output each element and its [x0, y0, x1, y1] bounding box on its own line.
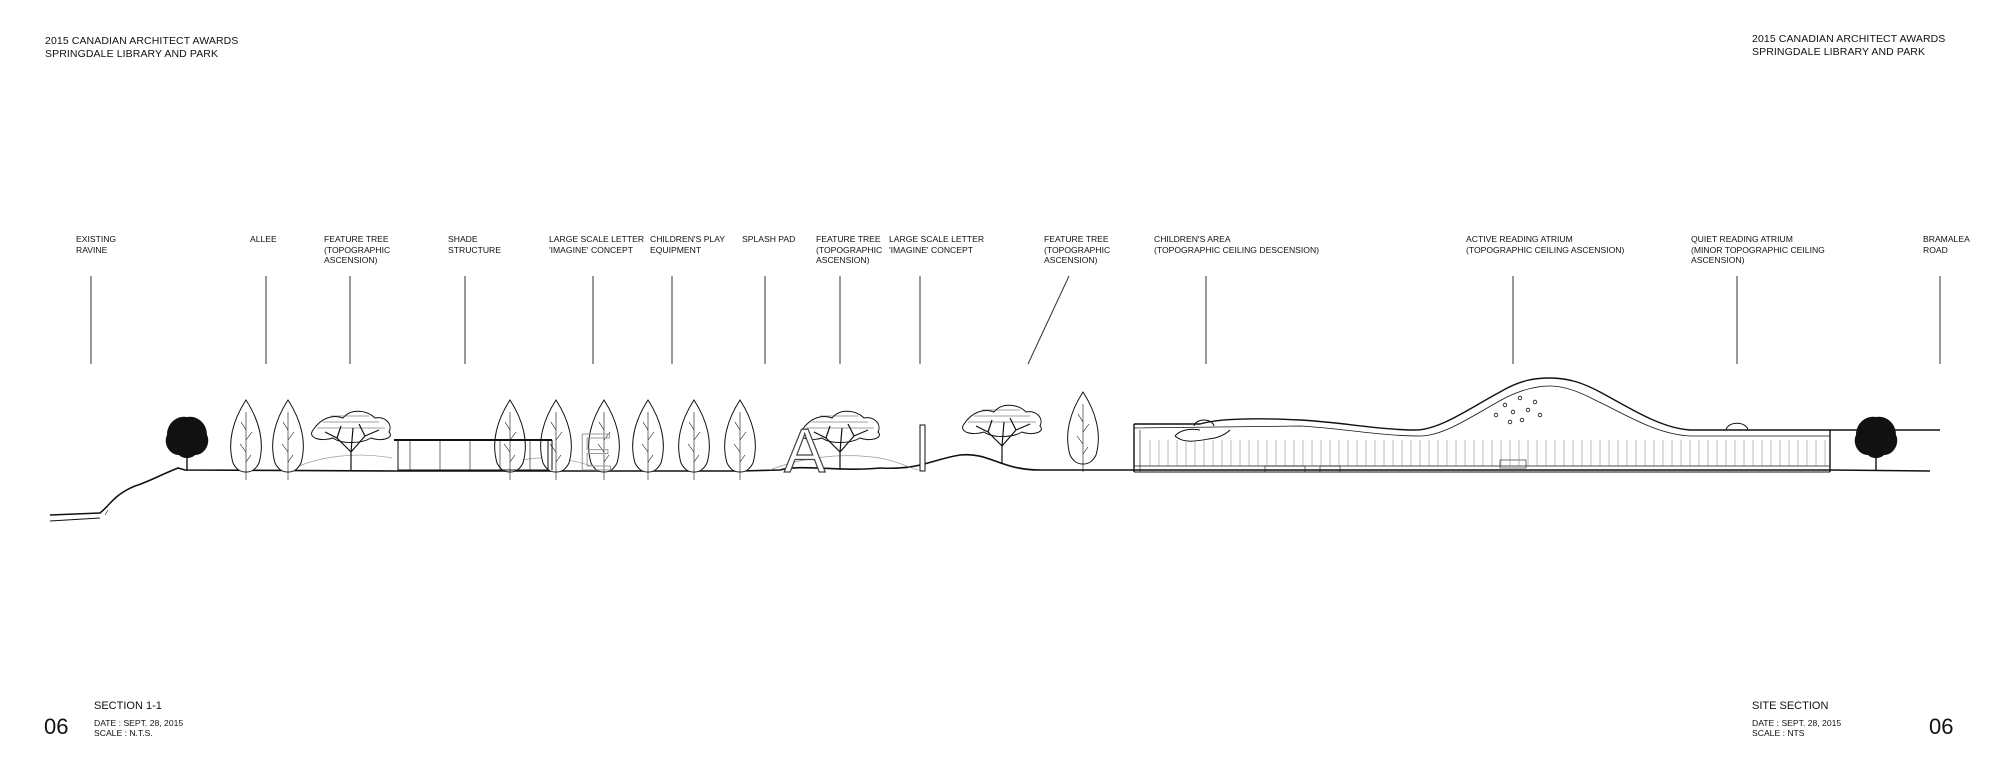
tree-feature-round-1: [165, 415, 209, 472]
letter-e: E: [578, 424, 613, 482]
tree-acacia-1: [310, 410, 392, 471]
tree-feature-round-2: [1854, 415, 1898, 472]
footer-left-title: SECTION 1-1: [94, 700, 162, 712]
label-quiet-reading-atrium: QUIET READING ATRIUM (MINOR TOPOGRAPHIC …: [1691, 234, 1825, 265]
label-large-scale-letter-1: LARGE SCALE LETTER 'IMAGINE' CONCEPT: [549, 234, 645, 255]
header-left-award: 2015 CANADIAN ARCHITECT AWARDS: [45, 35, 239, 47]
label-splash-pad: SPLASH PAD: [742, 234, 796, 244]
header-right-award: 2015 CANADIAN ARCHITECT AWARDS: [1752, 33, 1946, 45]
footer-right-title: SITE SECTION: [1752, 700, 1829, 712]
letter-i: [919, 424, 926, 472]
leader-lines: [90, 275, 1941, 365]
page-number-right: 06: [1929, 714, 1954, 739]
library-mullions: [1149, 440, 1826, 466]
label-active-reading-atrium: ACTIVE READING ATRIUM (TOPOGRAPHIC CEILI…: [1466, 234, 1625, 255]
header-right: 2015 CANADIAN ARCHITECT AWARDS SPRINGDAL…: [1752, 33, 1945, 59]
letter-a: A: [784, 417, 826, 486]
shade-structure: [394, 439, 553, 471]
header-right-project: SPRINGDALE LIBRARY AND PARK: [1752, 46, 1926, 58]
label-childrens-area: CHILDREN'S AREA (TOPOGRAPHIC CEILING DES…: [1154, 234, 1320, 255]
label-bramalea-road: BRAMALEA ROAD: [1923, 234, 1970, 255]
label-allee: ALLEE: [250, 234, 277, 244]
ground-profile: [49, 453, 1931, 522]
tree-poplar-1: [230, 399, 262, 481]
header-left-project: SPRINGDALE LIBRARY AND PARK: [45, 48, 219, 60]
footer-right-scale: SCALE : NTS: [1752, 728, 1805, 738]
footer-right: SITE SECTION DATE : SEPT. 28, 2015 SCALE…: [1752, 700, 1841, 738]
footer-left-scale: SCALE : N.T.S.: [94, 728, 153, 738]
label-feature-tree-1: FEATURE TREE (TOPOGRAPHIC ASCENSION): [324, 234, 391, 265]
library-building: [1133, 377, 1940, 473]
header-left: 2015 CANADIAN ARCHITECT AWARDS SPRINGDAL…: [45, 35, 238, 61]
tree-poplar-9: [1067, 391, 1099, 473]
tree-poplar-2: [272, 399, 304, 481]
page-number-left: 06: [44, 714, 69, 739]
tree-poplar-7: [678, 399, 710, 481]
label-feature-tree-3: FEATURE TREE (TOPOGRAPHIC ASCENSION): [1044, 234, 1111, 265]
label-existing-ravine: EXISTING RAVINE: [76, 234, 117, 255]
footer-right-date: DATE : SEPT. 28, 2015: [1752, 718, 1842, 728]
footer-left: SECTION 1-1 DATE : SEPT. 28, 2015 SCALE …: [94, 700, 183, 738]
tree-poplar-6: [632, 399, 664, 481]
tree-poplar-8: [724, 399, 756, 481]
label-feature-tree-2: FEATURE TREE (TOPOGRAPHIC ASCENSION): [816, 234, 883, 265]
label-childrens-play: CHILDREN'S PLAY EQUIPMENT: [650, 234, 726, 255]
label-shade-structure: SHADE STRUCTURE: [448, 234, 501, 255]
label-large-scale-letter-2: LARGE SCALE LETTER 'IMAGINE' CONCEPT: [889, 234, 985, 255]
footer-left-date: DATE : SEPT. 28, 2015: [94, 718, 184, 728]
